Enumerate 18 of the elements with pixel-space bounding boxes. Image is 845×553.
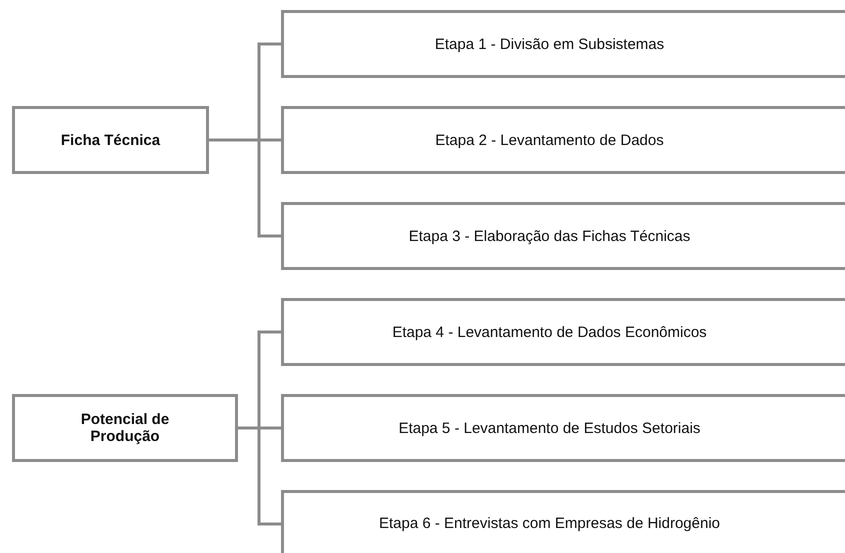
category-box [12, 106, 209, 174]
step-label: Etapa 4 - Levantamento de Dados Econômicos [392, 324, 707, 340]
step-label: Etapa 3 - Elaboração das Fichas Técnicas [408, 228, 690, 244]
step-box [281, 106, 845, 174]
step-label: Etapa 6 - Entrevistas com Empresas de Hidrogênio [379, 514, 720, 532]
category-label: Ficha Técnica [60, 132, 160, 148]
connector-line [209, 138, 281, 238]
step-label: Etapa 1 - Divisão em Subsistemas [434, 36, 664, 52]
step-box [281, 10, 845, 78]
category-label: Potencial de Produção [80, 411, 170, 445]
category-box [12, 394, 238, 462]
step-label: Etapa 2 - Levantamento de Dados [435, 132, 664, 148]
step-box [281, 394, 845, 462]
connector-line [238, 426, 281, 526]
step-label: Etapa 5 - Levantamento de Estudos Setoriais [398, 420, 700, 436]
step-box [281, 490, 845, 553]
step-box [281, 298, 845, 366]
step-box [281, 202, 845, 270]
